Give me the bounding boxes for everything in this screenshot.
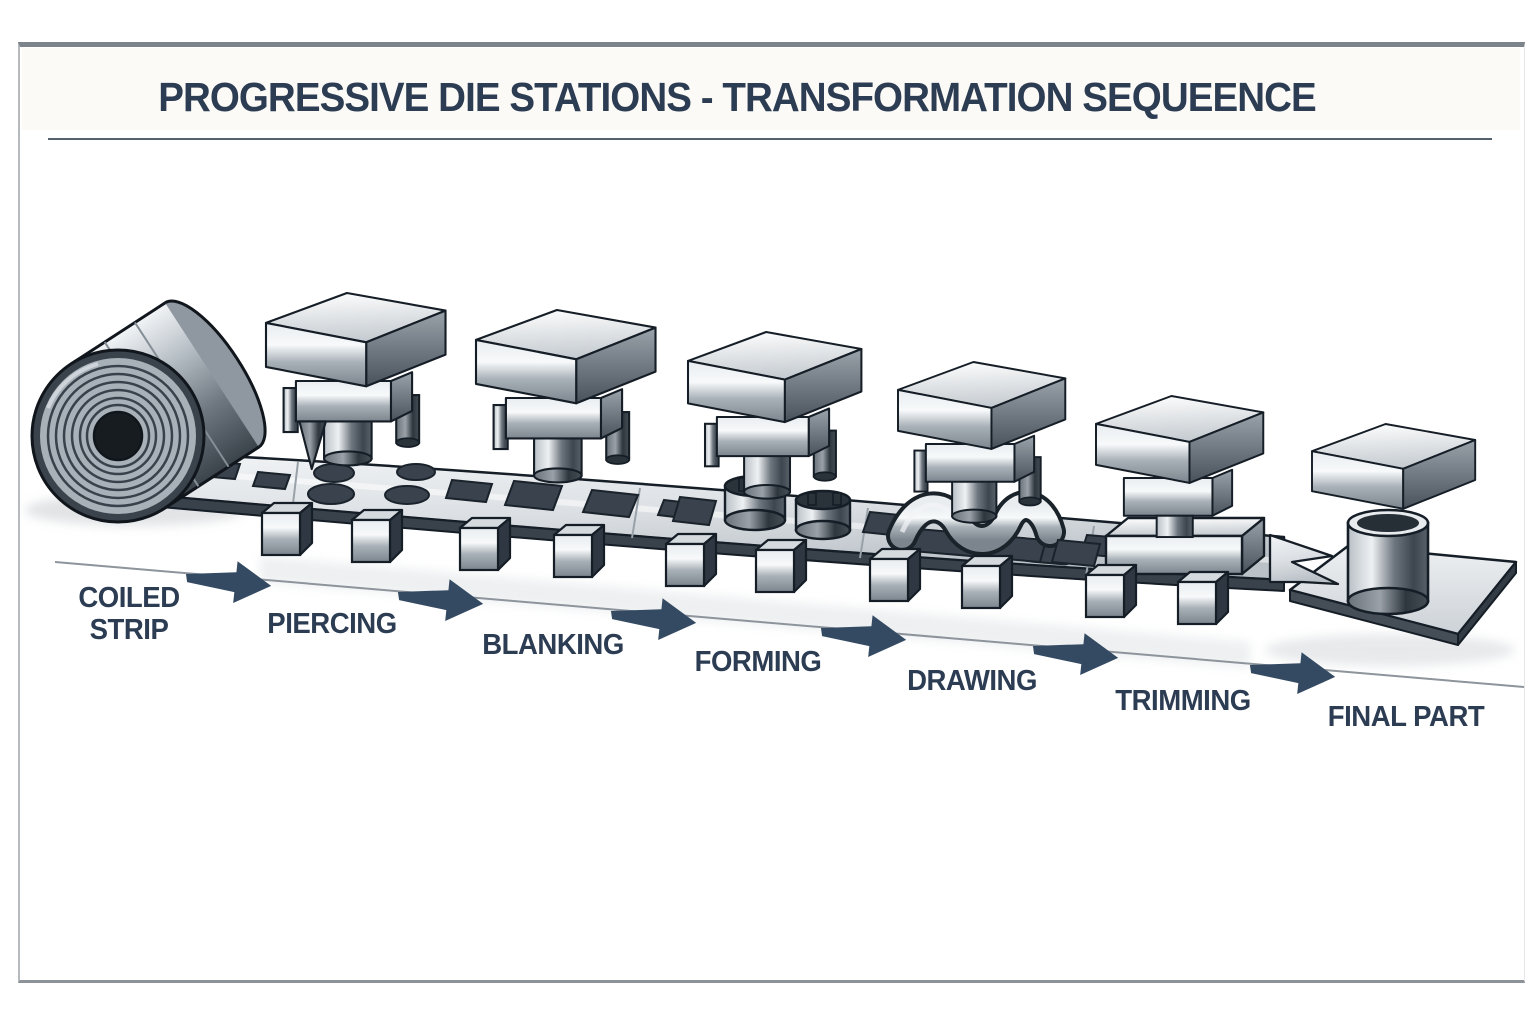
diagram-frame [18, 42, 1525, 983]
drawn-part [886, 490, 1066, 564]
piercing-press [264, 291, 447, 471]
station-label-forming: FORMING [694, 646, 822, 678]
station-label-final-part: FINAL PART [1327, 701, 1485, 733]
trimming-press [1095, 395, 1265, 539]
station-label-piercing: PIERCING [267, 608, 397, 640]
diagram-title: PROGRESSIVE DIE STATIONS - TRANSFORMATIO… [158, 74, 1317, 120]
trimmed-strip-tear [1268, 533, 1340, 586]
final-part-press-slab [1311, 423, 1477, 510]
forming-press [686, 330, 863, 500]
station-label-coiled-strip: COILED STRIP [78, 582, 180, 646]
blanking-press [474, 308, 657, 484]
strip-holes [199, 459, 1124, 566]
station-label-blanking: BLANKING [482, 629, 624, 661]
formed-cup [794, 489, 852, 541]
coiled-strip-illustration [30, 299, 267, 524]
station-label-trimming: TRIMMING [1115, 685, 1251, 717]
title-band [22, 48, 1520, 130]
title-divider [48, 138, 1492, 140]
station-label-drawing: DRAWING [907, 665, 1037, 697]
final-part-cup [1346, 508, 1430, 616]
piercing-needle-punch [298, 420, 327, 471]
